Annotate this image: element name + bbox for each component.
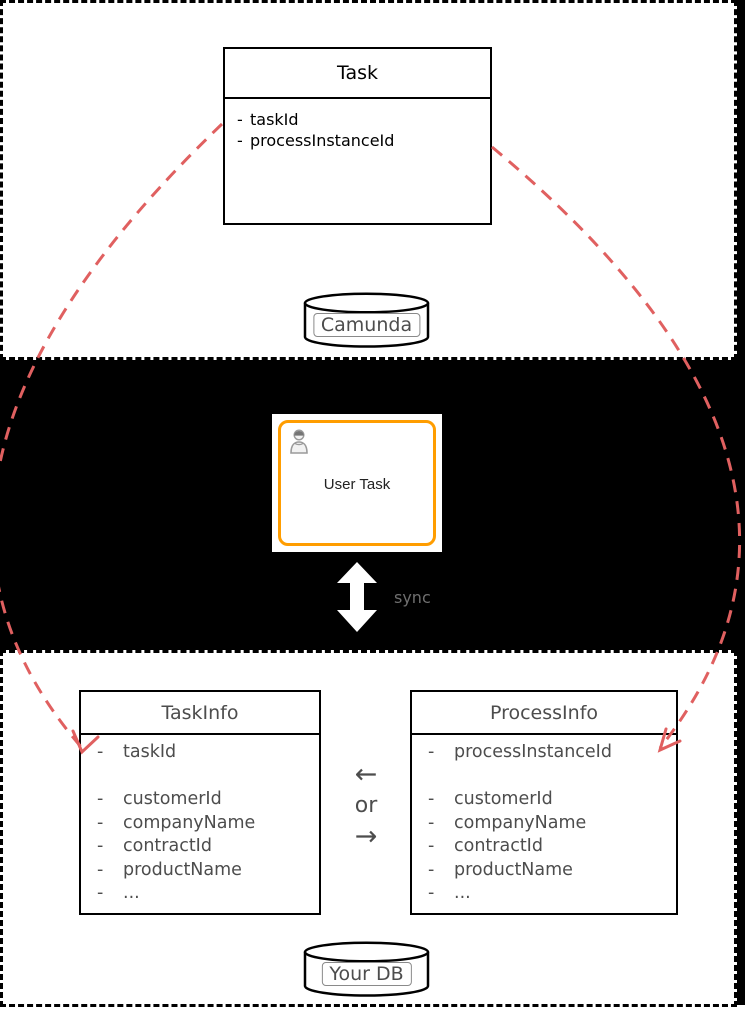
attribute-row: -...	[428, 883, 471, 903]
left-arrow-icon: ←	[354, 759, 378, 790]
attribute-row: -companyName	[97, 812, 256, 833]
right-edge-strip	[737, 0, 745, 1005]
camunda-section: Task -taskId -processInstanceId Camunda	[0, 0, 737, 360]
sync-label: sync	[394, 588, 431, 607]
task-class-box: Task -taskId -processInstanceId	[223, 47, 492, 225]
processinfo-class-box: ProcessInfo -processInstanceId -customer…	[410, 690, 678, 915]
attribute-row: -companyName	[428, 812, 587, 833]
user-task-label: User Task	[323, 476, 391, 493]
attribute-row: -taskId	[97, 742, 177, 762]
attribute-row: -customerId	[97, 789, 222, 809]
right-arrow-icon: →	[354, 821, 378, 852]
processinfo-class-title: ProcessInfo	[412, 692, 676, 735]
attribute-row: -contractId	[97, 836, 212, 856]
or-label: or	[354, 793, 378, 818]
attribute-row: -customerId	[428, 789, 553, 809]
or-selector: ← or →	[340, 759, 392, 853]
attribute-row: -contractId	[428, 836, 543, 856]
attribute-row: -processInstanceId	[428, 742, 612, 762]
attribute-row: -productName	[97, 859, 242, 880]
camunda-database-label: Camunda	[312, 313, 421, 337]
taskinfo-class-title: TaskInfo	[81, 692, 319, 735]
attribute-row: -processInstanceId	[237, 131, 395, 150]
your-db-database-cylinder: Your DB	[303, 941, 430, 997]
taskinfo-class-box: TaskInfo -taskId -customerId -companyName…	[79, 690, 321, 915]
attribute-row	[412, 765, 676, 789]
sync-double-arrow-icon	[337, 562, 377, 632]
attribute-row: -taskId	[237, 110, 299, 129]
task-attribute-list: -taskId -processInstanceId	[225, 99, 490, 151]
bpmn-band: User Task sync	[0, 360, 745, 650]
processinfo-attribute-list: -processInstanceId -customerId -companyNa…	[412, 735, 676, 906]
your-db-section: TaskInfo -taskId -customerId -companyName…	[0, 650, 737, 1007]
task-class-title: Task	[225, 49, 490, 99]
user-icon	[290, 429, 308, 454]
attribute-row	[81, 765, 319, 789]
user-task-backdrop: User Task	[272, 414, 442, 552]
user-task-shape: User Task	[278, 420, 436, 546]
attribute-row: -...	[97, 883, 140, 903]
your-db-database-label: Your DB	[321, 962, 412, 986]
taskinfo-attribute-list: -taskId -customerId -companyName -contract…	[81, 735, 319, 906]
attribute-row: -productName	[428, 859, 573, 880]
camunda-database-cylinder: Camunda	[303, 292, 430, 348]
